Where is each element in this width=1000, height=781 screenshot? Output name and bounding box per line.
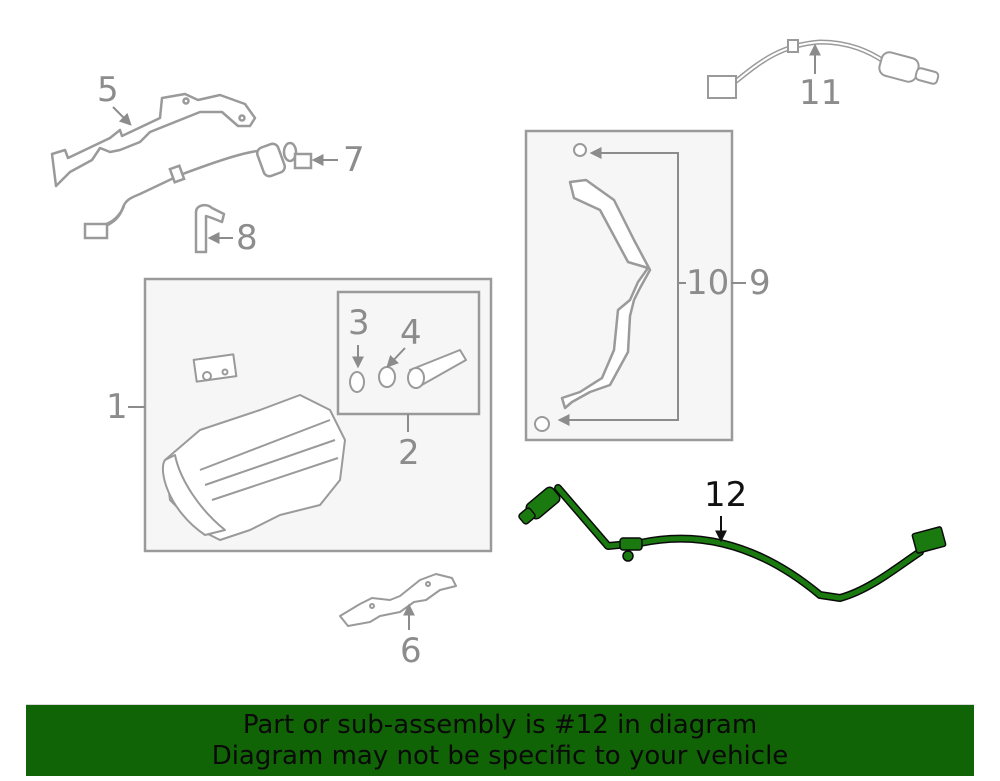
callout-2: 2: [398, 433, 420, 473]
parts-diagram: [50, 39, 947, 630]
callout-4: 4: [400, 313, 422, 353]
notice-banner: Part or sub-assembly is #12 in diagram D…: [26, 704, 974, 776]
callout-8: 8: [236, 218, 258, 258]
callout-1: 1: [106, 387, 128, 427]
part-12-oxygen-sensor-highlighted: [518, 484, 947, 602]
assembly-box-1: [128, 277, 493, 553]
banner-line-1: Part or sub-assembly is #12 in diagram: [242, 710, 758, 740]
assembly-box-9: [524, 129, 746, 442]
part-7-sensor-hose: [83, 141, 313, 240]
banner-line-2: Diagram may not be specific to your vehi…: [211, 741, 789, 771]
callout-9: 9: [749, 263, 771, 303]
callout-10: 10: [686, 263, 730, 303]
part-8-elbow: [194, 203, 226, 254]
callout-11: 11: [799, 73, 843, 113]
part-6-bracket: [339, 573, 457, 627]
callout-7: 7: [343, 140, 365, 180]
part-11-oxygen-sensor: [707, 39, 940, 99]
callout-12: 12: [704, 475, 748, 515]
callout-5: 5: [97, 70, 119, 110]
callout-6: 6: [400, 631, 422, 671]
callout-3: 3: [348, 303, 370, 343]
part-5-bracket: [50, 92, 257, 188]
